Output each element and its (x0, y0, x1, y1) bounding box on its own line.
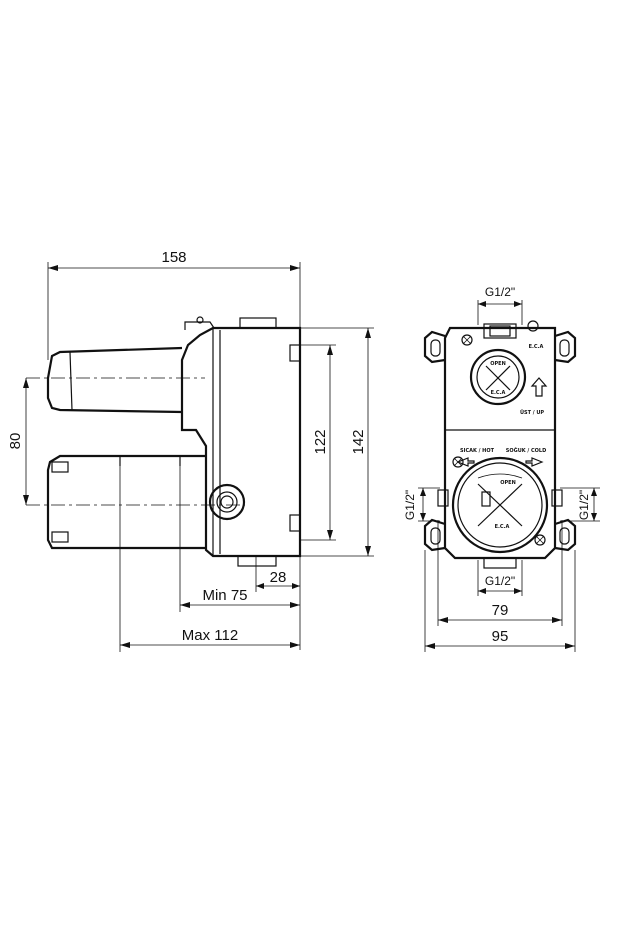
hot-label: SICAK / HOT (460, 448, 495, 454)
dim-28: 28 (270, 569, 287, 586)
dim-inner-height-122: 122 (312, 429, 329, 454)
lower-open-label: OPEN (500, 480, 516, 486)
dim-top-pipe: G1/2" (485, 285, 515, 299)
valve-body-side (180, 326, 302, 558)
dim-max-112: Max 112 (182, 627, 238, 644)
side-view: 158 (7, 249, 374, 652)
side-port-nut (208, 483, 246, 521)
upper-open-label: OPEN (490, 361, 506, 367)
cold-label: SOĞUK / COLD (506, 447, 546, 454)
dim-bottom-pipe: G1/2" (485, 574, 515, 588)
upper-diverter-disc: OPEN E.C.A (469, 348, 527, 406)
up-label: ÜST / UP (520, 409, 544, 416)
front-view: G1/2" OPEN (403, 285, 600, 652)
dim-width-158: 158 (161, 249, 186, 266)
dim-min-75: Min 75 (202, 587, 247, 604)
dim-pipe-spacing-80: 80 (7, 433, 24, 450)
dim-height-142: 142 (350, 429, 367, 454)
upper-outlet-spout (46, 346, 183, 414)
lower-outlet (46, 454, 206, 550)
upper-brand-label: E.C.A (491, 390, 506, 396)
lower-brand-label: E.C.A (495, 524, 510, 530)
dim-right-pipe: G1/2" (577, 490, 591, 520)
dim-left-pipe: G1/2" (403, 490, 417, 520)
lower-mixing-disc: OPEN E.C.A (451, 456, 549, 554)
dim-outer-width-95: 95 (492, 628, 509, 645)
brand-mark-top: E.C.A (529, 344, 544, 350)
dim-inner-width-79: 79 (492, 602, 509, 619)
up-arrow: ÜST / UP (520, 377, 548, 416)
